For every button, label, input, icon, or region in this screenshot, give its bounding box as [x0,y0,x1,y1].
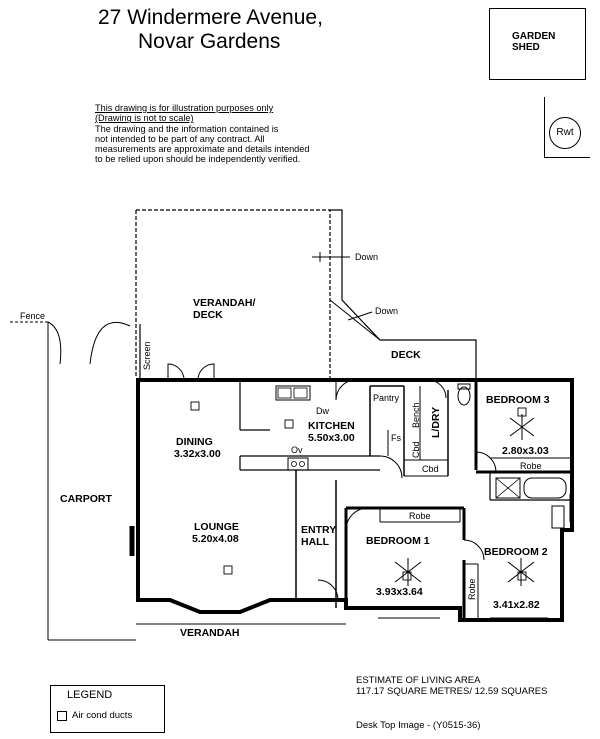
down-label-1: Down [355,252,379,262]
dining-dimensions: 3.32x3.00 [174,448,221,460]
cbd-label-2: Cbd [422,464,439,474]
deck-label: DECK [391,349,421,361]
fs-label: Fs [391,433,401,443]
bedroom1-dimensions: 3.93x3.64 [376,586,423,598]
kitchen-dimensions: 5.50x3.00 [308,432,355,444]
verandah-deck-label: VERANDAH/ DECK [193,297,255,321]
shed-label-line: GARDEN [512,31,556,42]
oven [287,457,309,471]
dishwasher-label: Dw [316,406,329,416]
garden-shed-label: GARDEN SHED [512,31,555,53]
ceiling-fan [394,558,422,586]
ceiling-fan [507,558,535,586]
door-swing [335,379,357,401]
living-area-line: 117.17 SQUARE METRES/ 12.59 SQUARES [356,686,548,697]
air-duct-swatch-icon [57,711,67,721]
legend-item: Air cond ducts [72,710,133,721]
down-label-2: Down [375,306,399,316]
door-swing [345,507,369,531]
bench-label: Bench [411,402,421,428]
disclaimer-line: This drawing is for illustration purpose… [95,103,274,113]
laundry-label: L/DRY [430,406,442,438]
bedroom3-label: BEDROOM 3 [486,394,550,406]
down-arrow-2 [347,311,373,321]
bedroom1-label: BEDROOM 1 [366,535,430,547]
disclaimer-line: not intended to be part of any contract.… [95,133,265,144]
disclaimer-line: to be relied upon should be independentl… [95,154,301,165]
bedroom2-dimensions: 3.41x2.82 [493,599,540,611]
toilet [457,386,471,406]
disclaimer-line: The drawing and the information containe… [95,123,279,134]
door-swing [197,363,215,381]
door-swing [379,455,403,479]
address-line-2: Novar Gardens [138,30,281,53]
address-line-1: 27 Windermere Avenue, [98,6,323,29]
garden-shed-outline [489,8,586,80]
gate-left [47,321,62,365]
air-duct-marker [223,565,233,575]
robe-label-2: Robe [520,461,542,471]
disclaimer: This drawing is for illustration purpose… [95,103,355,165]
robe-label-1: Robe [409,511,431,521]
disclaimer-line: measurements are approximate and details… [95,144,310,155]
sink [275,385,311,401]
dining-label: DINING [176,436,213,448]
lounge-label: LOUNGE [194,521,239,533]
gate-right [89,321,131,365]
oven-label: Ov [291,445,303,455]
entry-hall-label: ENTRY HALL [301,524,336,548]
legend-title: LEGEND [67,689,113,701]
entry-hall-line: HALL [301,536,329,548]
ceiling-fan [509,414,535,440]
fence-label: Fence [20,311,46,321]
cbd-label-1: Cbd [411,441,421,458]
entry-hall-line: ENTRY [301,524,337,536]
living-area-estimate: ESTIMATE OF LIVING AREA 117.17 SQUARE ME… [356,675,547,697]
verandah-deck-line: VERANDAH/ [193,297,256,309]
living-area-line: ESTIMATE OF LIVING AREA [356,675,481,686]
deck-line [329,299,381,341]
door-swing [317,579,339,601]
shower [495,477,521,499]
door-swing [475,451,497,473]
bedroom3-dimensions: 2.80x3.03 [502,445,549,457]
door-swing [167,363,185,381]
air-duct-marker [190,401,200,411]
disclaimer-line: (Drawing is not to scale) [95,113,194,124]
shed-label-line: SHED [512,42,540,53]
carport-label: CARPORT [60,493,112,505]
verandah-deck-outline [136,209,331,378]
screen-label: Screen [142,341,152,370]
lounge-dimensions: 5.20x4.08 [192,533,239,545]
door-swing [427,379,447,399]
robe-label-3: Robe [467,578,477,600]
rwt-bracket [544,97,590,158]
image-reference: Desk Top Image - (Y0515-36) [356,720,481,731]
deck-outline [330,209,477,378]
verandah-label: VERANDAH [180,627,240,639]
pantry-label: Pantry [373,393,400,403]
legend-box [50,685,165,733]
vanity [551,505,565,529]
verandah-deck-line: DECK [193,309,223,321]
bedroom2-label: BEDROOM 2 [484,546,548,558]
bath [523,477,567,499]
kitchen-label: KITCHEN [308,420,355,432]
door-swing [463,539,485,561]
air-duct-marker [284,419,294,429]
rainwater-tank: Rwt [549,117,581,149]
